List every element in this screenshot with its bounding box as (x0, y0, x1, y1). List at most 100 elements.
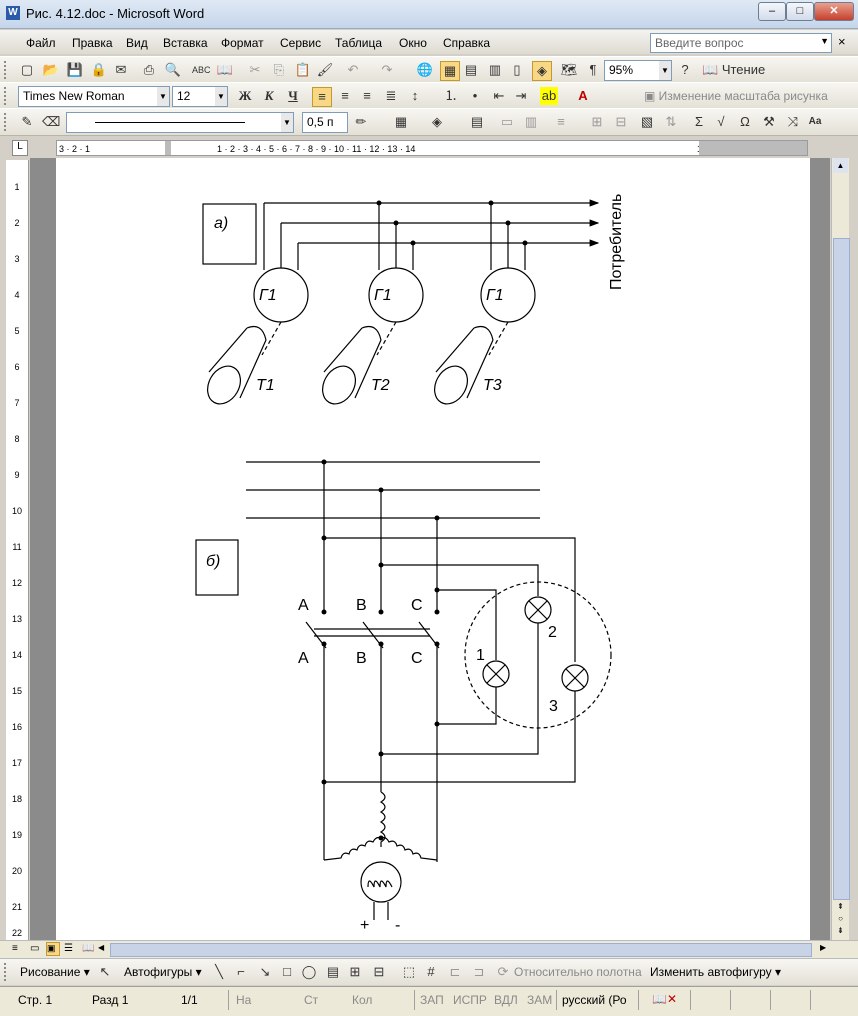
status-ext[interactable]: ВДЛ (494, 993, 518, 1007)
toolbar-grip[interactable] (4, 963, 10, 981)
numbering-icon[interactable]: ⒈ (444, 88, 458, 103)
tab-selector[interactable]: L (12, 140, 28, 156)
maximize-button[interactable]: □ (786, 2, 814, 21)
distribute-icon[interactable]: ⊐ (473, 964, 485, 979)
insert-excel-icon[interactable]: ▥ (488, 62, 502, 77)
new-document-icon[interactable]: ▢ (20, 62, 34, 77)
font-size-select[interactable]: 12▼ (172, 86, 228, 107)
highlight-icon[interactable]: ab (540, 87, 558, 105)
eraser-icon[interactable]: ⌫ (42, 114, 61, 129)
shading-icon[interactable]: ◈ (432, 114, 442, 129)
menu-format[interactable]: Формат (221, 36, 264, 50)
cut-icon[interactable]: ✂ (249, 62, 261, 77)
font-color-icon[interactable]: A (578, 88, 588, 103)
document-area[interactable]: а) б) Г1 Г1 Г1 T1 T2 T3 Потребитель A B … (30, 158, 830, 940)
reading-mode-button[interactable]: 📖 Чтение (702, 62, 766, 77)
save-icon[interactable]: 💾 (66, 62, 84, 77)
bullets-icon[interactable]: • (472, 88, 478, 103)
align-left-icon[interactable]: ≡ (312, 87, 332, 107)
align-icon[interactable]: ⊏ (449, 964, 461, 979)
split-cells-icon[interactable]: ▥ (524, 114, 538, 129)
spelling-icon[interactable]: ABC (192, 65, 211, 75)
close-doc-icon[interactable]: × (838, 34, 846, 49)
line-spacing-icon[interactable]: ↕ (411, 88, 419, 103)
scroll-thumb[interactable] (833, 238, 850, 900)
minimize-button[interactable]: – (758, 2, 786, 21)
web-view-icon[interactable]: ▭ (30, 943, 40, 954)
toolbar-grip[interactable] (4, 113, 10, 131)
tool-icon[interactable]: ⚒ (763, 114, 775, 129)
align-right-icon[interactable]: ≡ (363, 88, 371, 103)
insert-table-icon[interactable]: ▤ (470, 114, 484, 129)
menu-tools[interactable]: Сервис (280, 36, 322, 50)
drawing-icon[interactable]: ◈ (532, 61, 552, 81)
autoshapes-button[interactable]: Автофигуры ▾ (124, 965, 202, 979)
reading-view-icon[interactable]: 📖 (82, 943, 95, 954)
undo-icon[interactable]: ↶ (347, 62, 359, 77)
redo-icon[interactable]: ↷ (381, 62, 393, 77)
italic-button[interactable]: К (264, 88, 274, 103)
chevron-down-icon[interactable]: ▼ (820, 36, 829, 46)
insert-table-icon[interactable]: ▤ (464, 62, 478, 77)
distribute-rows-icon[interactable]: ⊞ (591, 114, 603, 129)
vertical-scrollbar[interactable]: ▲ ⇞ ○ ⇟ (831, 158, 850, 940)
menu-help[interactable]: Справка (443, 36, 491, 50)
group-icon[interactable]: ⊞ (349, 964, 361, 979)
scroll-left-icon[interactable]: ◀ (98, 943, 105, 952)
text-direction-icon[interactable]: ⇅ (665, 114, 677, 129)
line-tool-icon[interactable]: ╲ (215, 964, 223, 979)
rectangle-tool-icon[interactable]: □ (283, 964, 291, 979)
menu-view[interactable]: Вид (126, 36, 148, 50)
paste-icon[interactable]: 📋 (294, 62, 312, 77)
menu-edit[interactable]: Правка (72, 36, 113, 50)
draw-table-icon[interactable]: ✎ (21, 114, 33, 129)
status-language[interactable]: русский (Ро (562, 993, 627, 1007)
columns-icon[interactable]: ▯ (513, 62, 521, 77)
close-button[interactable]: ✕ (814, 2, 854, 21)
hyperlink-icon[interactable]: 🌐 (416, 62, 434, 77)
ungroup-icon[interactable]: ⊟ (373, 964, 385, 979)
textbox-icon[interactable]: ▤ (326, 964, 340, 979)
align-cell-icon[interactable]: ≡ (557, 114, 565, 129)
copy-icon[interactable]: ⎘ (273, 62, 285, 77)
ask-question-input[interactable]: Введите вопрос ▼ (650, 33, 832, 53)
menu-file[interactable]: Файл (26, 36, 56, 50)
change-autoshape-button[interactable]: Изменить автофигуру ▾ (650, 965, 781, 979)
research-icon[interactable]: 📖 (216, 62, 234, 77)
hscroll-thumb[interactable] (110, 943, 812, 957)
open-icon[interactable]: 📂 (42, 62, 60, 77)
print-layout-icon[interactable]: ▣ (46, 942, 60, 956)
relative-to-canvas[interactable]: Относительно полотна (514, 965, 642, 979)
merge-cells-icon[interactable]: ▭ (500, 114, 514, 129)
ruler-strip[interactable]: 3 · 2 · 1 1 · 2 · 3 · 4 · 5 · 6 · 7 · 8 … (56, 140, 808, 156)
toolbar-grip[interactable] (4, 61, 10, 79)
word-app-icon[interactable]: W (6, 6, 20, 20)
scroll-right-icon[interactable]: ▶ (820, 943, 827, 952)
justify-icon[interactable]: ≣ (385, 88, 397, 103)
font-size-icon[interactable]: Aa (808, 116, 822, 127)
arrow-tool-icon[interactable]: ↘ (259, 964, 271, 979)
help-icon[interactable]: ? (681, 62, 689, 77)
document-map-icon[interactable]: 🗺 (560, 62, 578, 77)
select-objects-icon[interactable]: ↖ (99, 964, 111, 979)
align-center-icon[interactable]: ≡ (341, 88, 349, 103)
line-style-select[interactable]: ▼ (66, 112, 294, 133)
toolbar-grip[interactable] (4, 87, 10, 105)
tables-borders-icon[interactable]: ▦ (440, 61, 460, 81)
prev-page-icon[interactable]: ⇞ (837, 902, 844, 911)
equation-icon[interactable]: √ (717, 114, 725, 129)
chevron-down-icon[interactable]: ▼ (215, 87, 227, 106)
picture-scale-button[interactable]: ▣ Изменение масштаба рисунка (644, 89, 828, 103)
chevron-down-icon[interactable]: ▼ (157, 87, 169, 106)
spelling-status-icon[interactable]: 📖✕ (652, 992, 677, 1006)
table-autoformat-icon[interactable]: ▧ (640, 114, 654, 129)
increase-indent-icon[interactable]: ⇥ (515, 88, 527, 103)
chevron-down-icon[interactable]: ▼ (659, 61, 671, 80)
normal-view-icon[interactable]: ≡ (12, 943, 18, 954)
menu-table[interactable]: Таблица (335, 36, 383, 50)
status-trk[interactable]: ИСПР (453, 993, 487, 1007)
show-hide-icon[interactable]: ¶ (589, 62, 597, 77)
borders-icon[interactable]: ▦ (394, 114, 408, 129)
document-page[interactable]: а) б) Г1 Г1 Г1 T1 T2 T3 Потребитель A B … (56, 158, 810, 940)
